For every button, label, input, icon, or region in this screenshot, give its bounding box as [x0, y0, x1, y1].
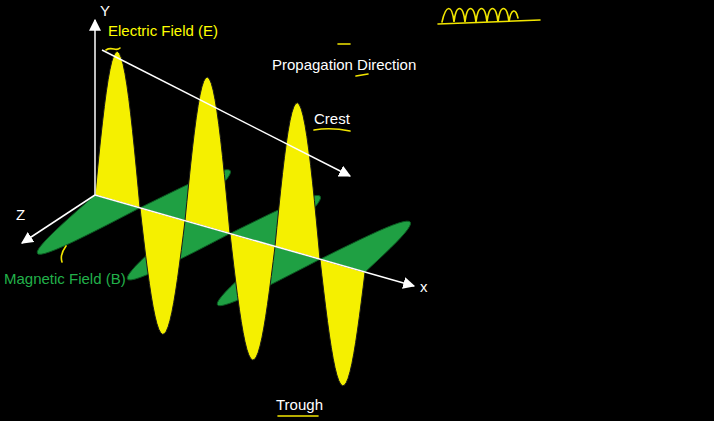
pen-mark [356, 74, 368, 76]
pen-mark [61, 246, 66, 262]
y-axis [94, 20, 96, 195]
electric-lobe [275, 103, 320, 259]
field-label: Electric Field (E) [108, 22, 218, 40]
axis-label: x [420, 278, 428, 296]
axis-label: Z [16, 206, 25, 224]
axis-label: Y [100, 2, 110, 20]
z-axis [22, 195, 95, 243]
wave-sketch [442, 9, 518, 23]
x-axis [95, 195, 414, 286]
electric-lobe [320, 259, 365, 385]
pen-mark [106, 48, 120, 50]
electric-lobe [185, 77, 230, 233]
electric-lobe [230, 234, 275, 360]
direction-label: Propagation Direction [272, 56, 416, 74]
handwriting [61, 9, 540, 417]
sketch-underline [438, 20, 540, 24]
field-label: Magnetic Field (B) [4, 270, 126, 288]
pen-mark [278, 415, 318, 417]
crest-label: Crest [314, 110, 350, 128]
electric-lobe [95, 51, 140, 207]
pen-mark [338, 43, 350, 45]
electric-lobe [140, 208, 185, 334]
electric-wave [95, 51, 365, 385]
trough-label: Trough [276, 396, 323, 414]
pen-mark [314, 129, 350, 131]
